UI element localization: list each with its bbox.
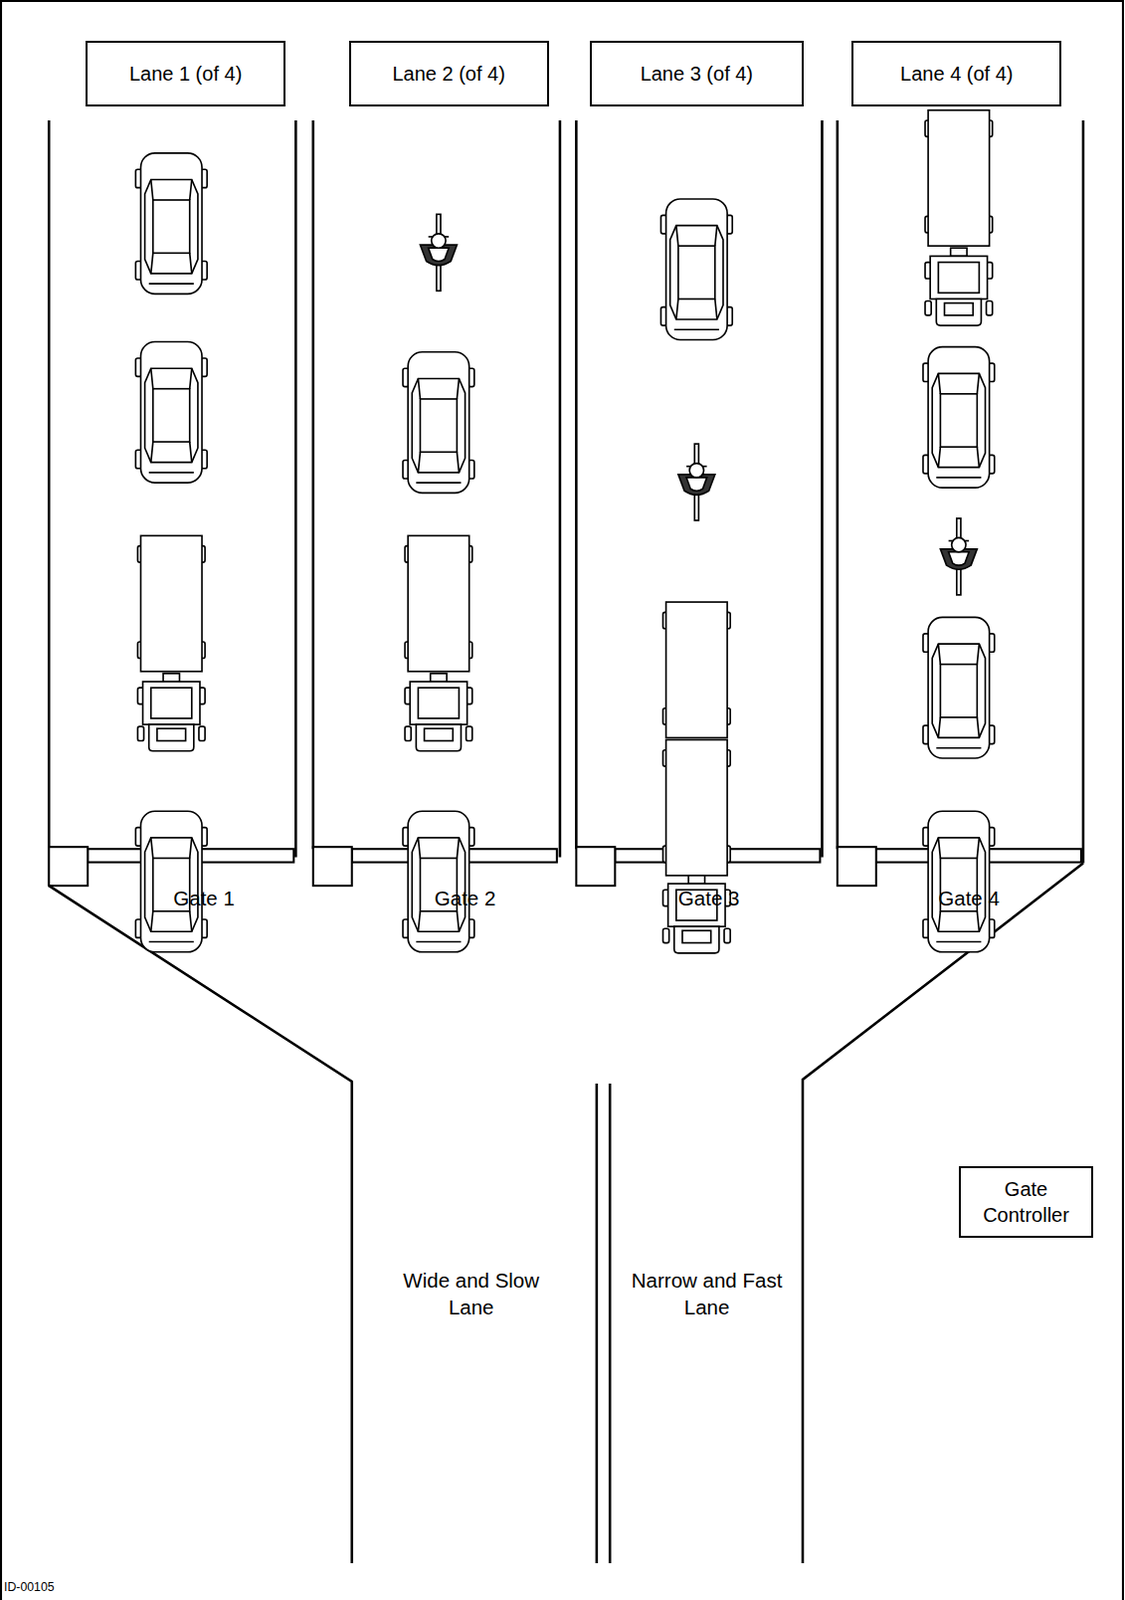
box-text-group: Lane 3 (of 4) [640, 60, 753, 87]
figure-id: ID-00105 [3, 1578, 55, 1596]
lane-header-box: Lane 4 (of 4) [851, 40, 1062, 107]
lane-header-box: Lane 3 (of 4) [589, 40, 804, 107]
lane-label: Wide and Slow Lane [386, 1266, 556, 1321]
box-text-group: Lane 4 (of 4) [900, 60, 1013, 87]
box-text-group: Lane 2 (of 4) [391, 60, 505, 87]
lane-label: Narrow and Fast Lane [622, 1266, 791, 1321]
lane-header-box: Lane 2 (of 4) [349, 40, 550, 107]
box-text-group: Lane 1 (of 4) [129, 60, 242, 87]
controller-box: Gate Controller [958, 1165, 1094, 1238]
exit-road [48, 863, 1084, 1564]
box-text-group: Gate Controller [970, 1175, 1082, 1228]
gate-label: Gate 1 [173, 884, 235, 913]
box-label: Lane 4 (of 4) [900, 60, 1013, 87]
gate-barriers [48, 846, 1082, 886]
lane-header-box: Lane 1 (of 4) [85, 40, 286, 107]
box-label: Lane 1 (of 4) [129, 60, 242, 87]
gate-label: Gate 2 [434, 884, 497, 913]
box-label: Lane 2 (of 4) [391, 60, 505, 87]
box-label: Gate Controller [970, 1175, 1082, 1228]
vehicles [135, 110, 994, 953]
gate-label: Gate 4 [937, 884, 1000, 913]
box-label: Lane 3 (of 4) [640, 60, 753, 87]
gate-label: Gate 3 [678, 884, 741, 913]
